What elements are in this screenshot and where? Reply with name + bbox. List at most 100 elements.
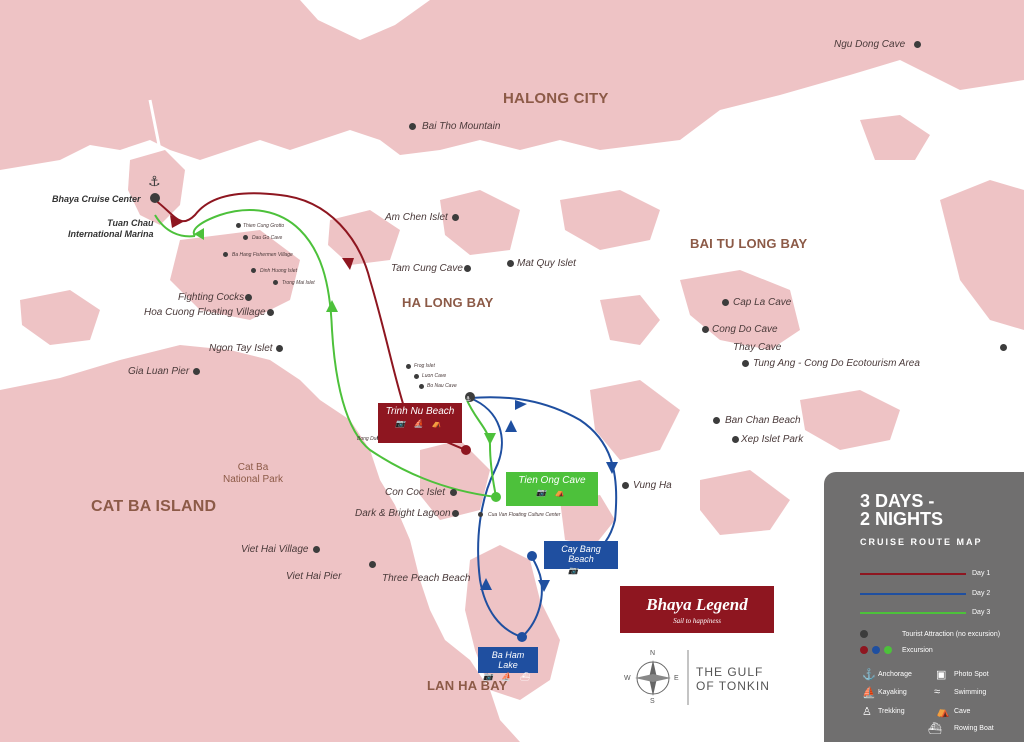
place-dau-go-cave: Dau Go Cave — [252, 235, 283, 241]
region-ha-long-bay: HA LONG BAY — [402, 295, 494, 310]
region-halong-city: HALONG CITY — [503, 90, 609, 107]
gulf-line2: OF TONKIN — [696, 679, 770, 693]
attraction-dot — [251, 268, 256, 273]
attraction-dot — [478, 512, 483, 517]
trekking-icon: ♙ — [862, 706, 872, 718]
excursion-trinh-nu-beach: Trinh Nu Beach 📷 ⛵ ⛺ — [378, 403, 462, 443]
excursion-cay-bang-beach: Cay Bang Beach 📷 ≈ — [544, 541, 618, 575]
brand-tagline: Sail to happiness — [673, 617, 721, 625]
legend-rowing-boat: Rowing Boat — [954, 725, 994, 732]
trinh-nu-icons: 📷 ⛵ ⛺ — [395, 419, 445, 428]
place-tam-cung-cave: Tam Cung Cave — [391, 263, 463, 274]
place-cua-van-center: Cua Van Floating Culture Center — [488, 512, 561, 518]
attraction-dot — [1000, 344, 1007, 351]
place-thay-cave: Thay Cave — [733, 342, 782, 353]
legend-attraction-dot — [860, 630, 868, 638]
place-tung-ang: Tung Ang - Cong Do Ecotourism Area — [753, 358, 920, 369]
place-gia-luan-pier: Gia Luan Pier — [128, 366, 190, 377]
legend-cave: Cave — [954, 708, 971, 715]
attraction-dot — [406, 364, 411, 369]
legend-day2-label: Day 2 — [972, 590, 991, 597]
camera-icon: ▣ — [936, 669, 947, 681]
excursion-dot-cay-bang — [527, 551, 537, 561]
legend-photo-spot: Photo Spot — [954, 671, 989, 678]
place-bai-tho-mountain: Bai Tho Mountain — [422, 121, 501, 132]
attraction-dot — [223, 252, 228, 257]
tien-ong-label: Tien Ong Cave — [518, 475, 586, 486]
attraction-dot — [369, 561, 376, 568]
cay-bang-icons: 📷 ≈ — [568, 566, 594, 575]
attraction-dot — [236, 223, 241, 228]
compass-s: S — [650, 698, 655, 705]
place-dark-bright-lagoon: Dark & Bright Lagoon — [355, 508, 451, 519]
place-viet-hai-village: Viet Hai Village — [241, 544, 309, 555]
tien-ong-icons: 📷 ⛺ — [536, 488, 568, 497]
tuan-chau-island — [128, 150, 185, 225]
place-bhaya-cruise-center: Bhaya Cruise Center — [52, 194, 141, 204]
day2-route — [469, 396, 618, 556]
attraction-dot — [414, 374, 419, 379]
place-cap-la-cave: Cap La Cave — [733, 297, 792, 308]
region-lan-ha-bay: LAN HA BAY — [427, 678, 508, 693]
compass-rose — [635, 650, 689, 705]
legend-panel: 3 DAYS - 2 NIGHTS CRUISE ROUTE MAP Day 1… — [824, 472, 1024, 742]
brand-name: Bhaya Legend — [646, 595, 748, 614]
place-ba-hang-village: Ba Hang Fishermen Village — [232, 252, 293, 258]
legend-title-line1: 3 DAYS - — [860, 491, 935, 511]
legend-title-line2: 2 NIGHTS — [860, 509, 944, 529]
attraction-dot — [313, 546, 320, 553]
region-bai-tu-long-bay: BAI TU LONG BAY — [690, 236, 808, 251]
place-am-chen-islet: Am Chen Islet — [385, 212, 448, 223]
mainland-north — [0, 0, 1024, 170]
attraction-dot — [452, 214, 459, 221]
bhaya-legend-logo: Bhaya Legend Sail to happiness — [620, 586, 774, 633]
attraction-dot — [409, 123, 416, 130]
cat-ba-island — [0, 345, 520, 742]
legend-kayaking: Kayaking — [878, 689, 907, 696]
attraction-dot — [452, 510, 459, 517]
excursion-dot-trinh-nu — [461, 445, 471, 455]
svg-text:⚓: ⚓ — [148, 174, 161, 190]
svg-text:⚓: ⚓ — [465, 395, 471, 403]
legend-tourist-attraction: Tourist Attraction (no excursion) — [902, 631, 1001, 638]
swimming-icon: ≈ — [934, 686, 941, 698]
place-bong-duong: Bong Duong — [357, 436, 385, 442]
ba-ham-icons: 📷 ⛵ ⛴ — [483, 672, 533, 681]
gulf-line1: THE GULF — [696, 665, 764, 679]
legend-trekking: Trekking — [878, 708, 905, 715]
legend-excursion: Excursion — [902, 647, 933, 654]
excursion-dot-tien-ong — [491, 492, 501, 502]
place-luon-cave: Luon Cave — [422, 373, 447, 379]
place-frog-islet: Frog Islet — [414, 363, 435, 369]
excursion-tien-ong-cave: Tien Ong Cave 📷 ⛺ — [506, 472, 598, 506]
place-mat-quy-islet: Mat Quy Islet — [517, 258, 576, 269]
ba-ham-label: Ba Ham Lake — [491, 650, 525, 670]
cay-bang-label: Cay Bang Beach — [561, 544, 601, 564]
attraction-dot — [193, 368, 200, 375]
attraction-dot — [622, 482, 629, 489]
excursion-ba-ham-lake: Ba Ham Lake 📷 ⛵ ⛴ — [478, 647, 538, 681]
place-bo-nau-cave: Bo Nau Cave — [427, 383, 457, 389]
attraction-dot — [273, 280, 278, 285]
legend-day1-label: Day 1 — [972, 570, 991, 577]
legend-subtitle: CRUISE ROUTE MAP — [860, 537, 983, 547]
place-ngon-tay-islet: Ngon Tay Islet — [209, 343, 273, 354]
place-vung-ha: Vung Ha — [633, 480, 672, 491]
compass-n: N — [650, 650, 656, 657]
attraction-dot — [742, 360, 749, 367]
cave-icon: ⛺ — [936, 706, 950, 718]
place-hoa-cuong-village: Hoa Cuong Floating Village — [144, 307, 266, 318]
attraction-dot — [276, 345, 283, 352]
attraction-dot — [507, 260, 514, 267]
legend-anchorage: Anchorage — [878, 671, 912, 678]
place-viet-hai-pier: Viet Hai Pier — [286, 571, 342, 582]
place-ngu-dong-cave: Ngu Dong Cave — [834, 39, 906, 50]
attraction-dot — [267, 309, 274, 316]
excursion-dot-ba-ham — [517, 632, 527, 642]
place-con-coc-islet: Con Coc Islet — [385, 487, 446, 498]
legend-excursion-dot-red — [860, 646, 868, 654]
attraction-dot — [722, 299, 729, 306]
trinh-nu-label: Trinh Nu Beach — [385, 406, 455, 417]
compass-e: E — [674, 675, 679, 682]
attraction-dot — [245, 294, 252, 301]
